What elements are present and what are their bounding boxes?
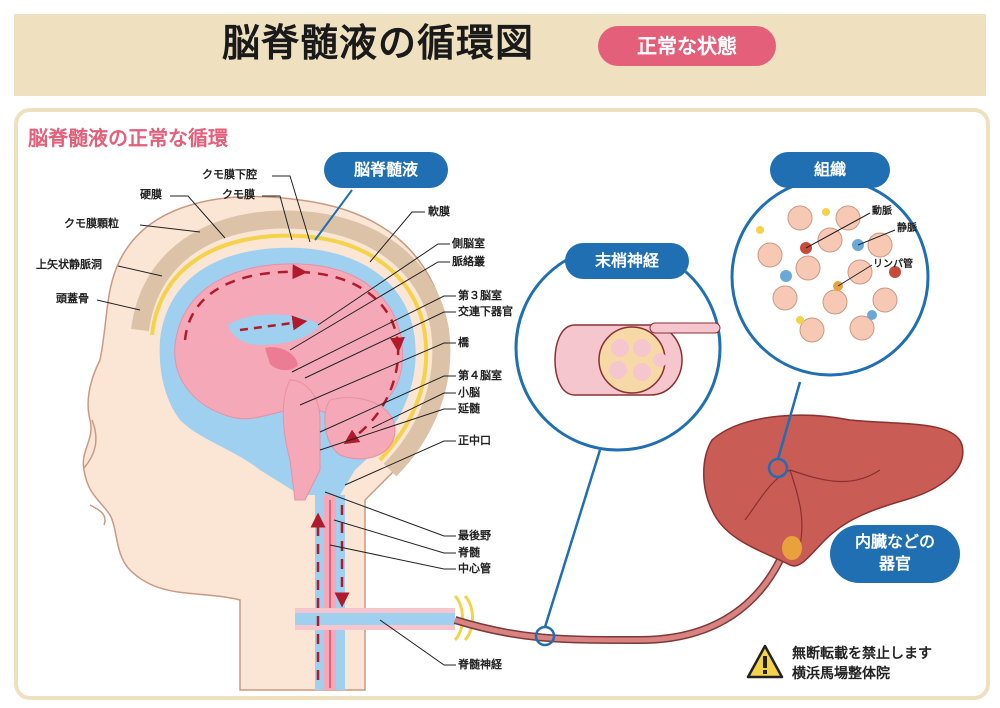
- label-spinal-cord: 脊髄: [458, 546, 480, 559]
- nerve-fascicle: [653, 353, 667, 367]
- label-choroid-plexus: 脈絡叢: [452, 255, 485, 268]
- spinal-nerve-branch-csf: [295, 613, 455, 625]
- artery-pointer: [805, 212, 871, 249]
- label-pons: 橋: [458, 336, 469, 349]
- label-lateral-ventricle: 側脳室: [452, 237, 485, 250]
- label-subarachnoid-space: クモ膜下腔: [202, 168, 257, 181]
- face-profile: [83, 419, 106, 526]
- tissue-connector: [776, 381, 802, 460]
- liver-organ: [703, 414, 964, 567]
- label-area-postrema: 最後野: [458, 529, 491, 542]
- tissue-callout: 組織: [770, 152, 890, 188]
- lymph-pointer: [837, 264, 873, 287]
- nerve-fiber: [649, 322, 721, 334]
- warning-icon: [746, 644, 784, 679]
- notice-line1: 無断転載を禁止します: [792, 646, 932, 662]
- peripheral-tube: [453, 558, 784, 645]
- label-median-aperture: 正中口: [458, 434, 491, 447]
- right-leader-lines: [289, 211, 456, 666]
- peripheral-tube-inner: [454, 558, 783, 643]
- label-fourth-ventricle: 第４脳室: [458, 369, 502, 382]
- label-cerebellum: 小脳: [458, 386, 480, 399]
- skull: [131, 210, 451, 477]
- nerve-fascicle: [633, 339, 651, 357]
- tissue-cells: [756, 205, 901, 343]
- label-vein: 静脈: [897, 223, 917, 234]
- vein-pointer: [857, 229, 896, 246]
- section-title: 脳脊髄液の正常な循環: [28, 126, 228, 150]
- brainstem: [282, 379, 321, 501]
- tissue-zoom: [730, 177, 930, 377]
- circulation-arrow: [239, 315, 308, 332]
- organs-callout-line2: 器官: [878, 554, 911, 573]
- label-medulla: 延髄: [458, 402, 480, 415]
- label-superior-sagittal-sinus: 上矢状静脈洞: [36, 258, 102, 271]
- label-skull: 頭蓋骨: [56, 292, 89, 305]
- label-third-ventricle: 第３脳室: [458, 289, 502, 302]
- title-banner: [14, 14, 986, 96]
- circulation-arrow: [299, 270, 405, 353]
- label-lymphatic: リンパ管: [873, 259, 913, 270]
- nerve-connector: [543, 449, 602, 628]
- notice-line2: 横浜馬場整体院: [792, 666, 890, 682]
- label-subcommissural-organ: 交連下器官: [458, 305, 513, 318]
- status-badge: 正常な状態: [598, 26, 776, 66]
- csf-callout: 脳脊髄液: [324, 152, 448, 188]
- label-dura-mater: 硬膜: [140, 188, 162, 201]
- nerve-fascicle: [611, 339, 629, 357]
- peripheral-nerve-callout: 末梢神経: [565, 243, 689, 279]
- label-arachnoid-granulation: クモ膜顆粒: [64, 217, 119, 230]
- circulation-arrow: [343, 344, 400, 445]
- left-leader-lines: [96, 175, 311, 311]
- dura-line: [150, 233, 429, 462]
- organs-callout-line1: 内臓などの: [854, 532, 935, 551]
- organs-callout: 内臓などの 器官: [830, 525, 960, 583]
- label-spinal-nerve: 脊髄神経: [458, 658, 502, 671]
- label-artery: 動脈: [872, 206, 892, 217]
- page-title: 脳脊髄液の循環図: [222, 21, 535, 65]
- nerve-fascicle: [609, 361, 627, 379]
- nerve-fascicle: [633, 363, 651, 381]
- gallbladder: [782, 536, 802, 560]
- copyright-notice: 無断転載を禁止します 横浜馬場整体院: [792, 644, 932, 684]
- label-central-canal: 中心管: [458, 562, 491, 575]
- circulation-arrow: [183, 264, 308, 341]
- ventricle-core: [265, 347, 298, 371]
- label-arachnoid: クモ膜: [222, 188, 255, 201]
- csf-connector: [314, 189, 353, 241]
- break-mark: [453, 594, 474, 642]
- label-pia-mater: 軟膜: [428, 205, 450, 218]
